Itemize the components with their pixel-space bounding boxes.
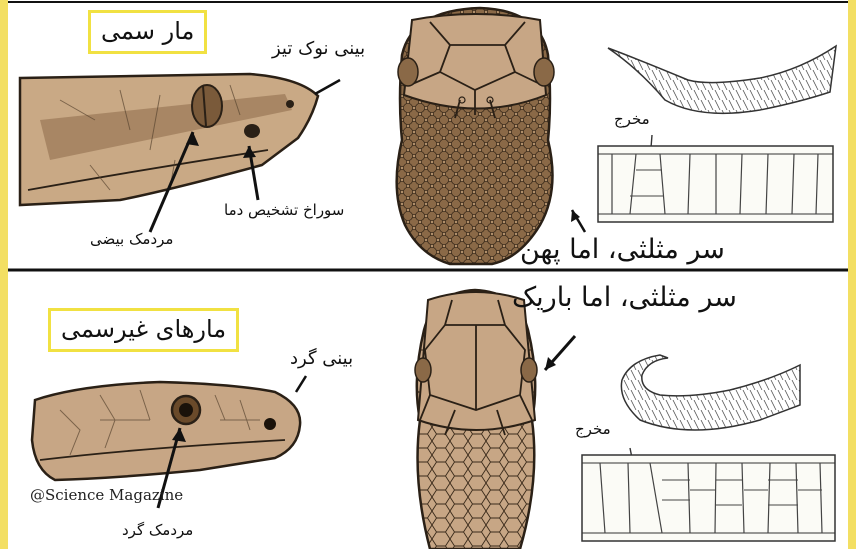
nonvenomous-side-head	[32, 382, 300, 480]
venomous-nose-label: بینی نوک تیز	[272, 40, 365, 58]
nonvenomous-top-head	[415, 290, 537, 549]
venomous-top-head	[397, 8, 554, 264]
venomous-title: مار سمی	[88, 10, 207, 54]
nonvenomous-tail	[621, 355, 800, 430]
venomous-pupil-label: مردمک بیضی	[90, 232, 173, 247]
venomous-nose-arrow	[315, 80, 340, 94]
nonvenomous-head-label: سر مثلثی، اما باریک	[512, 284, 737, 311]
venomous-pit-label: سوراخ تشخیص دما	[224, 203, 344, 218]
venomous-tail	[608, 46, 836, 113]
nonvenomous-belly-scales	[582, 455, 835, 541]
nonvenomous-vent-label: مخرج	[575, 422, 611, 437]
nonvenomous-pupil-label: مردمک گرد	[122, 523, 193, 538]
nonvenomous-nose-arrow	[296, 376, 306, 392]
nonvenomous-nose-label: بینی گرد	[290, 350, 353, 368]
watermark: @Science Magazine	[30, 486, 183, 504]
venomous-head-label: سر مثلثی، اما پهن	[520, 236, 725, 263]
venomous-vent-label: مخرج	[614, 112, 650, 127]
venomous-belly-scales	[598, 146, 833, 222]
nonvenomous-title: مارهای غیرسمی	[48, 308, 239, 352]
